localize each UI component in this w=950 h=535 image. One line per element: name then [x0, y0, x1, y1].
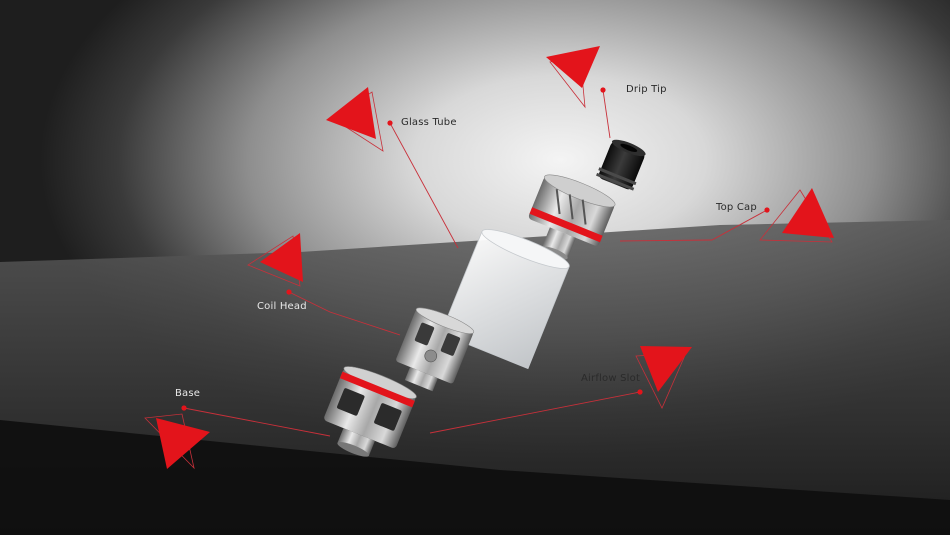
base-part: [324, 366, 417, 457]
label-drip-tip: Drip Tip: [626, 84, 667, 95]
label-coil-head: Coil Head: [257, 301, 307, 312]
drip-tip-part: [596, 139, 646, 191]
label-top-cap: Top Cap: [716, 202, 757, 213]
triangle-pointer-glass-tube: [326, 87, 384, 152]
triangle-pointer-airflow: [635, 346, 692, 409]
triangle-pointer-base: [144, 413, 210, 470]
triangle-pointer-drip-tip: [546, 46, 600, 109]
leader-coil-head: [288, 291, 401, 336]
leader-dots: [181, 87, 770, 411]
glass-tube-part: [440, 229, 570, 370]
triangle-pointer-coil-head: [247, 233, 303, 287]
leader-glass-tube: [389, 122, 459, 249]
coil-head-part: [396, 307, 475, 392]
label-airflow-slot: Airflow Slot: [581, 373, 641, 384]
label-glass-tube: Glass Tube: [401, 117, 457, 128]
leader-base: [183, 407, 331, 437]
leader-top-cap: [619, 209, 768, 242]
leader-airflow: [429, 391, 641, 434]
leader-drip-tip: [602, 89, 611, 139]
triangle-pointer-top-cap: [759, 188, 834, 243]
leader-lines: [183, 89, 768, 437]
label-base: Base: [175, 388, 201, 399]
floor-shadow: [0, 420, 950, 535]
